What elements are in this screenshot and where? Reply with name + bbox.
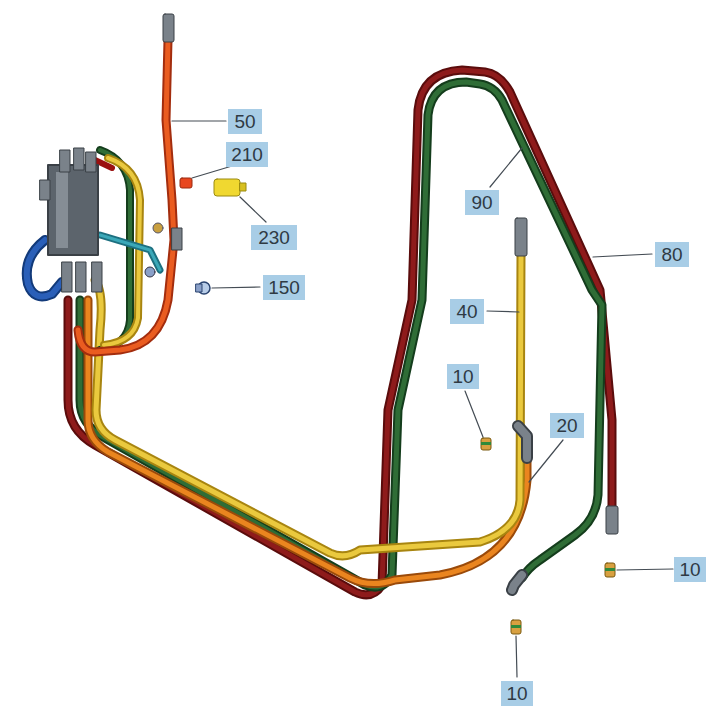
valve-port xyxy=(76,262,86,292)
callout-box: 50 xyxy=(228,109,262,134)
elbow-fitting xyxy=(518,426,527,458)
callout-number: 90 xyxy=(471,193,492,212)
connector-red xyxy=(180,178,192,188)
fitting-seal xyxy=(481,442,491,445)
valve-port xyxy=(60,150,70,172)
callout-box: 10 xyxy=(674,557,706,582)
pipe-outline xyxy=(95,255,521,556)
brass-fitting xyxy=(481,438,491,450)
leader-line xyxy=(212,287,260,288)
valve-block xyxy=(27,148,182,296)
callout-number: 10 xyxy=(679,560,700,579)
callout-box: 230 xyxy=(251,225,297,250)
pipe-body xyxy=(104,158,140,345)
connector-yellow-pin xyxy=(240,183,246,191)
fitting-blue xyxy=(196,284,202,292)
valve-side-pipes xyxy=(95,150,160,350)
pipe-body xyxy=(100,235,160,270)
callout-number: 210 xyxy=(231,145,263,164)
valve-fitting xyxy=(153,223,163,233)
leader-line xyxy=(593,254,652,257)
callout-box: 20 xyxy=(550,413,584,438)
leader-line xyxy=(172,120,226,121)
callout-box: 10 xyxy=(447,364,479,389)
fitting-seal xyxy=(605,568,615,571)
elbow-fitting xyxy=(512,575,522,590)
callout-number: 10 xyxy=(452,367,473,386)
valve-port xyxy=(172,228,182,250)
valve-port xyxy=(40,180,50,200)
callout-number: 10 xyxy=(506,684,527,703)
part-10 xyxy=(481,438,615,634)
leader-lines xyxy=(172,121,673,677)
part-150 xyxy=(196,282,210,294)
valve-port xyxy=(86,152,96,172)
pipe-end-fitting xyxy=(163,14,174,42)
valve-fitting xyxy=(145,267,155,277)
leader-line xyxy=(465,391,483,437)
brass-fitting xyxy=(511,620,521,634)
pipe-40 xyxy=(95,255,521,556)
pipe-outline xyxy=(100,235,160,270)
elbow-fitting xyxy=(512,575,522,590)
valve-face xyxy=(56,172,68,248)
callout-number: 230 xyxy=(258,228,290,247)
callout-number: 150 xyxy=(268,278,300,297)
leader-line xyxy=(617,569,673,570)
fittings xyxy=(163,14,618,634)
callout-number: 50 xyxy=(234,112,255,131)
callout-number: 80 xyxy=(661,245,682,264)
pipe-body xyxy=(100,150,130,350)
valve-body xyxy=(48,165,98,255)
valve-port xyxy=(62,262,72,292)
elbow-fitting xyxy=(518,426,527,458)
callout-box: 210 xyxy=(226,142,268,167)
part-210 xyxy=(180,178,192,188)
valve-port xyxy=(92,262,102,292)
brass-fitting xyxy=(605,563,615,577)
leader-line xyxy=(487,311,519,312)
valve-port xyxy=(74,148,84,170)
pipe-body xyxy=(95,255,521,556)
leader-line xyxy=(490,148,522,187)
leader-line xyxy=(240,197,266,222)
part-230 xyxy=(214,179,246,196)
callout-box: 80 xyxy=(655,242,689,267)
pipe-outline xyxy=(100,150,130,350)
callout-box: 150 xyxy=(263,275,305,300)
callout-number: 40 xyxy=(456,302,477,321)
callout-box: 10 xyxy=(501,681,533,706)
callout-number: 20 xyxy=(556,416,577,435)
fitting-seal xyxy=(511,625,521,628)
callout-box: 40 xyxy=(450,299,484,324)
callout-box: 90 xyxy=(465,190,499,215)
pipe-outline xyxy=(104,158,140,345)
leader-line xyxy=(192,166,232,178)
pipe-end-fitting xyxy=(606,506,618,534)
leader-line xyxy=(529,440,563,482)
leader-line xyxy=(516,636,517,677)
pipe-end-fitting xyxy=(515,218,527,256)
connector-yellow xyxy=(214,179,240,196)
